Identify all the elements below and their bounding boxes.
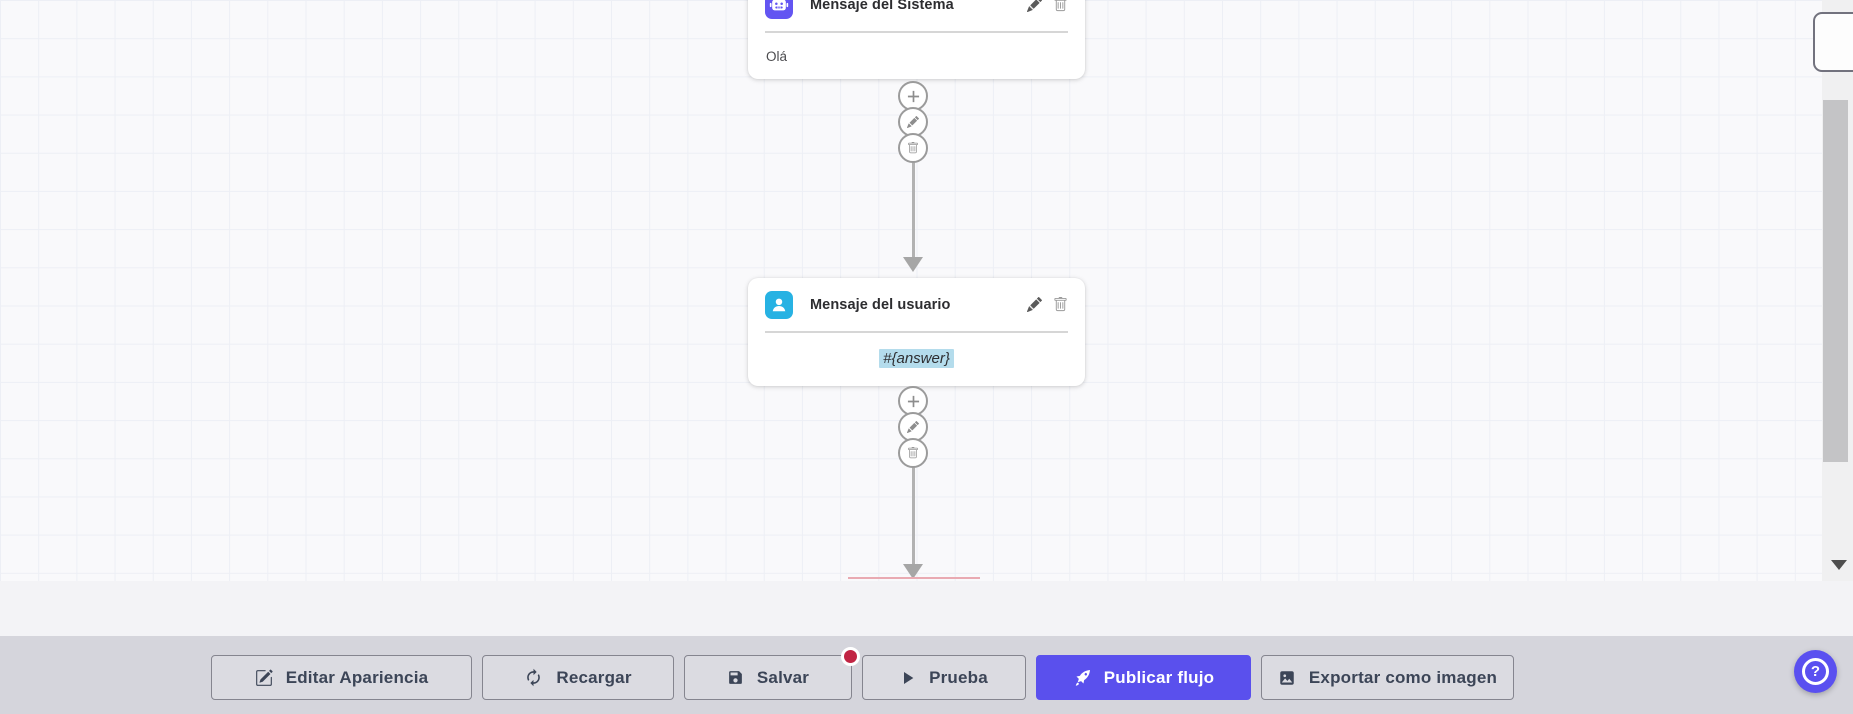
scroll-down-arrow-icon[interactable] bbox=[1831, 560, 1847, 570]
save-button[interactable]: Salvar bbox=[684, 647, 860, 700]
edit-square-icon bbox=[255, 669, 273, 686]
delete-node-icon[interactable] bbox=[1053, 297, 1068, 312]
button-label: Exportar como imagen bbox=[1308, 667, 1498, 687]
node-title: Mensaje del Sistema bbox=[810, 0, 954, 13]
delete-connector-button[interactable] bbox=[898, 133, 928, 163]
node-system-message[interactable]: Mensaje del Sistema Olá bbox=[748, 0, 1085, 79]
connector-arrow-icon bbox=[903, 257, 923, 272]
user-icon bbox=[765, 290, 793, 319]
reload-button[interactable]: Recargar bbox=[482, 655, 674, 700]
answer-variable-chip[interactable]: #{answer} bbox=[879, 349, 954, 368]
button-label: Recargar bbox=[556, 667, 632, 687]
node-header: Mensaje del usuario bbox=[765, 278, 1068, 333]
rocket-icon bbox=[1075, 669, 1090, 686]
export-image-button[interactable]: Exportar como imagen bbox=[1261, 655, 1514, 700]
connector-line bbox=[912, 466, 915, 564]
flow-canvas[interactable]: Mensaje del Sistema Olá bbox=[0, 0, 1853, 581]
bot-icon bbox=[765, 0, 793, 19]
scrollbar-thumb[interactable] bbox=[1823, 100, 1848, 462]
delete-connector-button[interactable] bbox=[898, 438, 928, 468]
add-step-button[interactable] bbox=[898, 81, 928, 111]
edit-appearance-button[interactable]: Editar Apariencia bbox=[211, 655, 472, 700]
node-title: Mensaje del usuario bbox=[810, 296, 951, 313]
bottom-toolbar: Editar Apariencia Recargar Salvar Prueba bbox=[0, 636, 1853, 714]
canvas-bottom-strip bbox=[0, 581, 1853, 636]
node-header: Mensaje del Sistema bbox=[765, 0, 1068, 33]
node-body-text: Olá bbox=[766, 48, 788, 64]
edit-node-icon[interactable] bbox=[1027, 0, 1042, 12]
image-icon bbox=[1280, 670, 1294, 685]
connector-line bbox=[912, 160, 915, 258]
unsaved-changes-badge bbox=[841, 647, 860, 666]
button-label: Prueba bbox=[929, 667, 988, 687]
play-icon bbox=[904, 671, 914, 684]
button-label: Salvar bbox=[756, 667, 810, 687]
next-node-edge-indicator bbox=[848, 577, 980, 579]
test-button[interactable]: Prueba bbox=[862, 655, 1026, 700]
button-label: Publicar flujo bbox=[1103, 667, 1215, 687]
top-right-panel bbox=[1813, 12, 1853, 72]
refresh-icon bbox=[527, 668, 541, 687]
question-icon: ? bbox=[1802, 658, 1829, 685]
help-button[interactable]: ? bbox=[1794, 650, 1837, 693]
delete-node-icon[interactable] bbox=[1053, 0, 1068, 12]
button-label: Editar Apariencia bbox=[285, 667, 429, 687]
connector-arrow-icon bbox=[903, 564, 923, 579]
save-icon bbox=[729, 671, 742, 684]
add-step-button[interactable] bbox=[898, 386, 928, 416]
node-user-message[interactable]: Mensaje del usuario #{answer} bbox=[748, 278, 1085, 386]
publish-flow-button[interactable]: Publicar flujo bbox=[1036, 655, 1251, 700]
edit-node-icon[interactable] bbox=[1027, 297, 1042, 312]
